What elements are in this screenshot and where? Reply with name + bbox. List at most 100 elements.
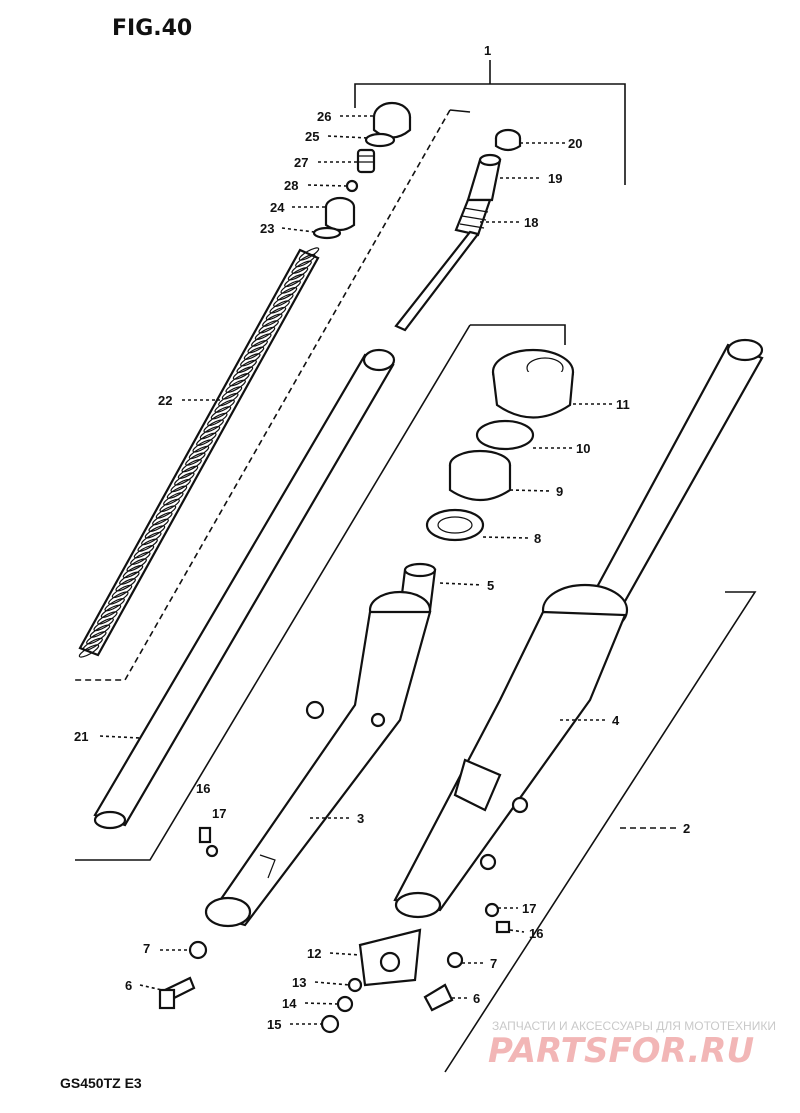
- spring-coil: [298, 247, 320, 261]
- spring-coil: [137, 538, 158, 552]
- callout-17: 17: [212, 806, 226, 821]
- callout-16: 16: [196, 781, 210, 796]
- callout-27: 27: [294, 155, 308, 170]
- spring-coil: [177, 465, 199, 480]
- spring-coil: [269, 300, 290, 314]
- spring-coil: [247, 339, 268, 354]
- spring-coil: [119, 571, 140, 585]
- spring-coil: [207, 412, 228, 427]
- spring-coil: [199, 425, 221, 440]
- callout-labels: 1 2 3 4 5 6 6 7 7 8 9 10 11 12 13 14 15 …: [74, 43, 690, 1032]
- spring-coil: [188, 445, 210, 460]
- spring-coil: [89, 624, 111, 638]
- spring-coil: [192, 439, 213, 453]
- callout-17: 17: [522, 901, 536, 916]
- spring-coil: [185, 452, 206, 466]
- spring-seat: [324, 196, 356, 232]
- callout-5: 5: [487, 578, 494, 593]
- watermark-brand: PARTSFOR.RU: [488, 1031, 754, 1071]
- spring-coil: [280, 280, 301, 294]
- spring-coil: [78, 644, 100, 658]
- washer: [312, 226, 342, 240]
- callout-21: 21: [74, 729, 88, 744]
- spring-coil: [295, 253, 316, 268]
- spring-coil: [141, 531, 162, 546]
- callout-6: 6: [473, 991, 480, 1006]
- leader-lines: [99, 115, 612, 1025]
- spring-coil: [122, 564, 144, 579]
- figure-title: FIG.40: [112, 16, 192, 41]
- callout-16: 16: [529, 926, 543, 941]
- callout-7: 7: [490, 956, 497, 971]
- spring-coil: [196, 432, 217, 446]
- outer-tube-left: [204, 590, 432, 928]
- spring-coil: [240, 353, 261, 367]
- stopper-ring: [475, 419, 535, 451]
- callout-15: 15: [267, 1017, 281, 1032]
- spring-coil: [276, 287, 298, 301]
- spring-coil: [111, 584, 133, 599]
- model-code: GS450TZ E3: [60, 1075, 142, 1091]
- spring-coil: [262, 313, 283, 327]
- callout-14: 14: [282, 996, 297, 1011]
- spring-coil: [254, 326, 276, 341]
- callout-26: 26: [317, 109, 331, 124]
- inner-tube: [93, 348, 396, 830]
- spring-coil: [225, 379, 246, 394]
- callout-28: 28: [284, 178, 298, 193]
- spring-coil: [163, 492, 184, 506]
- callout-3: 3: [357, 811, 364, 826]
- spring-coil: [181, 459, 202, 473]
- spring-coil: [133, 545, 155, 559]
- spring-coil: [166, 485, 188, 499]
- hardware: [158, 826, 511, 1034]
- damper-rod-assembly: [394, 128, 522, 332]
- spring-coil: [159, 498, 180, 513]
- spring-coil: [258, 320, 279, 334]
- callout-10: 10: [576, 441, 590, 456]
- ball: [345, 179, 359, 193]
- callout-24: 24: [270, 200, 285, 215]
- spring-coil: [243, 346, 265, 360]
- spring-coil: [174, 472, 195, 486]
- outer-tube-right: [393, 338, 764, 919]
- seal-group-bracket: [75, 324, 566, 861]
- spring-coil: [155, 505, 177, 519]
- group-bracket-1: [75, 60, 626, 681]
- spring-coil: [284, 273, 305, 288]
- spring-coil: [214, 399, 235, 413]
- spring-coil: [221, 386, 243, 400]
- spring-coil: [287, 267, 309, 281]
- spring-coil: [144, 525, 166, 539]
- spring-coil: [86, 631, 107, 645]
- watermark: ЗАПЧАСТИ И АКСЕССУАРЫ ДЛЯ МОТОТЕХНИКИ PA…: [488, 1019, 776, 1071]
- adjuster-rod: [356, 148, 376, 174]
- spring-coil: [97, 611, 118, 625]
- callout-18: 18: [524, 215, 538, 230]
- callout-19: 19: [548, 171, 562, 186]
- watermark-tagline: ЗАПЧАСТИ И АКСЕССУАРЫ ДЛЯ МОТОТЕХНИКИ: [492, 1019, 776, 1033]
- spring-coil: [130, 551, 151, 566]
- axle-holder: [358, 928, 422, 987]
- oil-seal: [448, 449, 512, 501]
- spring-coil: [93, 617, 114, 632]
- spring-coil: [108, 591, 129, 605]
- callout-9: 9: [556, 484, 563, 499]
- spring-coil: [100, 604, 122, 618]
- callout-20: 20: [568, 136, 582, 151]
- callout-4: 4: [612, 713, 620, 728]
- callout-1: 1: [484, 43, 491, 58]
- spring-coil: [251, 333, 272, 347]
- spring-coil: [170, 478, 191, 493]
- spring-coil: [148, 518, 169, 532]
- spring-coil: [82, 637, 103, 652]
- fork-spring: [78, 247, 320, 658]
- callout-7: 7: [143, 941, 150, 956]
- spring-coil: [218, 392, 239, 407]
- spring-coil: [229, 373, 250, 387]
- fork-cap-bolt: [372, 101, 412, 139]
- spring-coil: [104, 598, 125, 612]
- spring-coil: [273, 293, 294, 307]
- callout-8: 8: [534, 531, 541, 546]
